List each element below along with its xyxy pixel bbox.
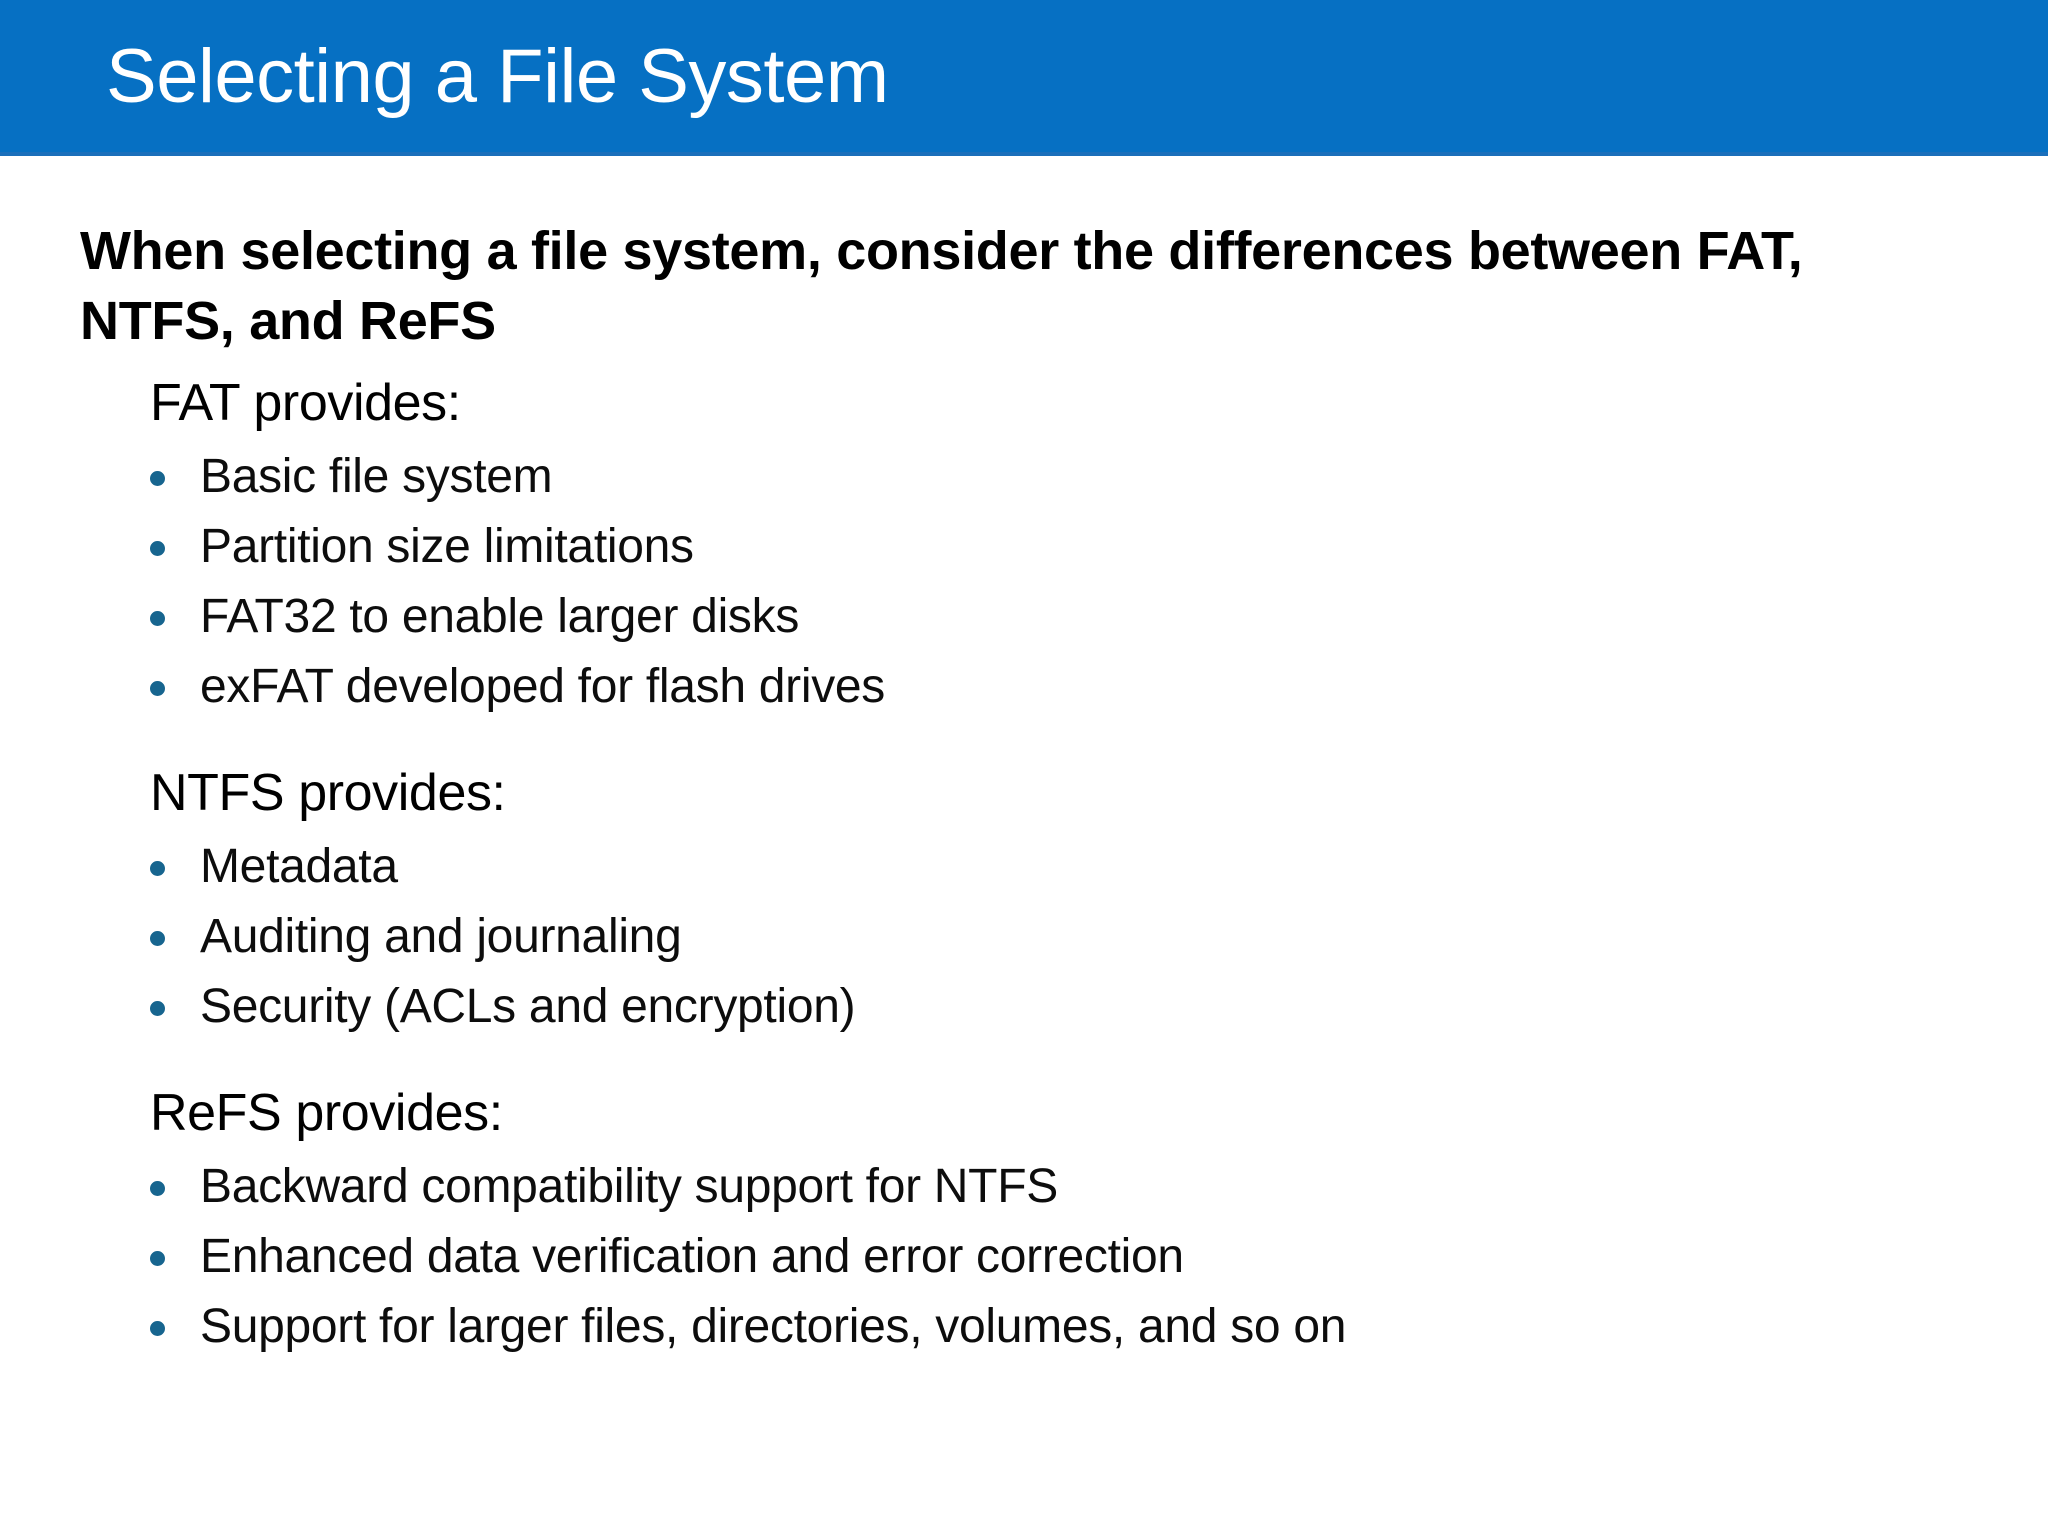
list-item-label: Metadata	[200, 840, 398, 893]
list-item-label: Backward compatibility support for NTFS	[200, 1160, 1058, 1213]
bullet-list: Backward compatibility support for NTFS E…	[0, 1152, 2048, 1362]
intro-statement: When selecting a file system, consider t…	[80, 221, 1803, 351]
bullet-dot-icon	[150, 861, 165, 876]
section-heading: NTFS provides:	[150, 764, 506, 822]
list-item-label: Support for larger files, directories, v…	[200, 1300, 1347, 1353]
title-banner: Selecting a File System	[0, 0, 2048, 156]
bullet-dot-icon	[150, 611, 165, 626]
list-item: Support for larger files, directories, v…	[0, 1292, 2048, 1362]
title-banner-underline	[0, 152, 2048, 156]
list-item: Partition size limitations	[0, 512, 2048, 582]
list-item-label: FAT32 to enable larger disks	[200, 590, 800, 643]
list-item-label: exFAT developed for flash drives	[200, 660, 885, 713]
list-item-label: Auditing and journaling	[200, 910, 682, 963]
bullet-dot-icon	[150, 1001, 165, 1016]
bullet-dot-icon	[150, 1321, 165, 1336]
page-title: Selecting a File System	[106, 34, 889, 119]
bullet-dot-icon	[150, 1251, 165, 1266]
list-item: Basic file system	[0, 442, 2048, 512]
list-item-label: Security (ACLs and encryption)	[200, 980, 856, 1033]
list-item-label: Partition size limitations	[200, 520, 694, 573]
bullet-dot-icon	[150, 471, 165, 486]
list-item: exFAT developed for flash drives	[0, 652, 2048, 722]
list-item-label: Basic file system	[200, 450, 553, 503]
list-item: FAT32 to enable larger disks	[0, 582, 2048, 652]
bullet-dot-icon	[150, 931, 165, 946]
section-heading: FAT provides:	[150, 374, 461, 432]
list-item: Backward compatibility support for NTFS	[0, 1152, 2048, 1222]
bullet-dot-icon	[150, 681, 165, 696]
slide-body: When selecting a file system, consider t…	[0, 156, 2048, 1536]
section: ReFS provides: Backward compatibility sup…	[0, 1076, 2048, 1362]
list-item: Auditing and journaling	[0, 902, 2048, 972]
list-item: Security (ACLs and encryption)	[0, 972, 2048, 1042]
bullet-dot-icon	[150, 541, 165, 556]
list-item-label: Enhanced data verification and error cor…	[200, 1230, 1184, 1283]
list-item: Enhanced data verification and error cor…	[0, 1222, 2048, 1292]
bullet-dot-icon	[150, 1181, 165, 1196]
list-item: Metadata	[0, 832, 2048, 902]
section-heading: ReFS provides:	[150, 1084, 503, 1142]
